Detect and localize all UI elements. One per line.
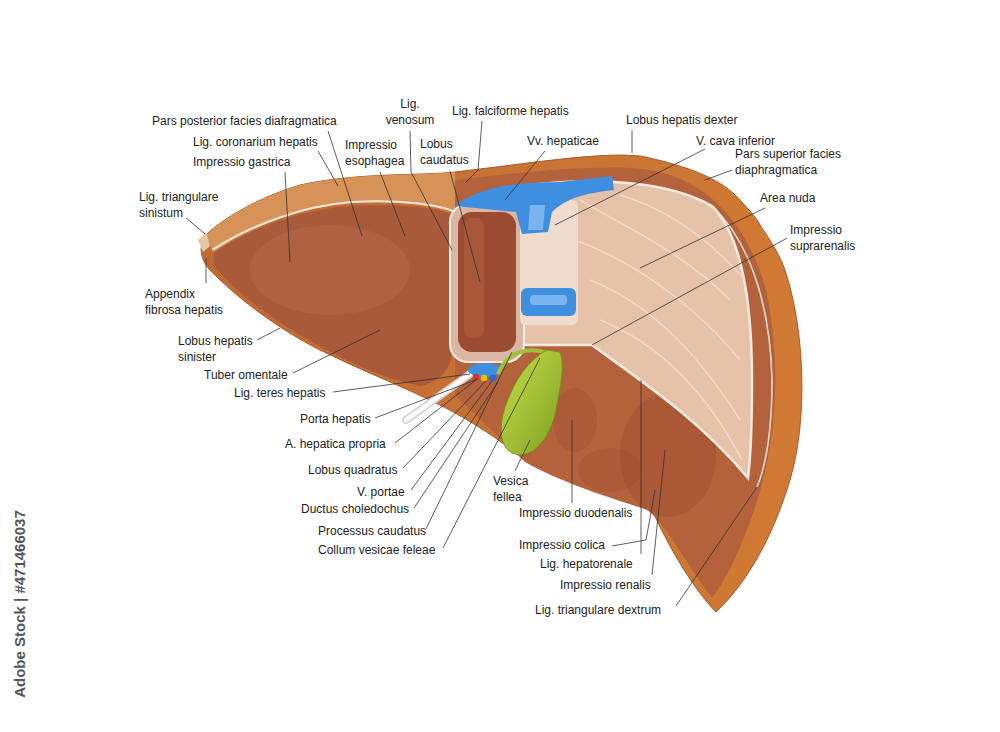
fibre <box>600 320 742 460</box>
leader-line <box>505 151 545 200</box>
hepatic-veins <box>455 176 614 234</box>
leader-line <box>293 330 380 373</box>
part-label: Processus caudatus <box>318 523 426 539</box>
part-label: Area nuda <box>760 190 815 206</box>
leader-line <box>380 172 405 236</box>
hepatic-artery <box>473 374 479 380</box>
leader-line <box>641 380 642 554</box>
liver-outline <box>201 155 802 612</box>
leader-lines <box>186 121 787 606</box>
fibre <box>620 195 745 280</box>
colic-impression <box>578 448 642 492</box>
part-label: Impressio renalis <box>560 577 651 593</box>
part-label: Lig. coronarium hepatis <box>193 134 318 150</box>
margin-line <box>712 206 772 487</box>
part-label: Vesica fellea <box>493 473 535 505</box>
part-label: Lobus hepatis sinister <box>178 333 260 365</box>
part-label: Impressio gastrica <box>193 154 290 170</box>
leader-line <box>640 208 765 268</box>
part-label: Lobus quadratus <box>308 462 397 478</box>
right-lobe-face <box>455 167 775 598</box>
part-label: Collum vesicae feleae <box>318 542 435 558</box>
part-label: Pars superior facies diaphragmatica <box>735 146 850 178</box>
part-label: Porta hepatis <box>300 411 371 427</box>
leader-line <box>632 130 633 153</box>
part-label: Lobus hepatis dexter <box>626 112 737 128</box>
leader-line <box>285 172 290 262</box>
part-label: Lig. hepatorenale <box>540 556 633 572</box>
leader-line <box>572 420 573 503</box>
part-label: A. hepatica propria <box>285 436 386 452</box>
gallbladder <box>501 350 562 455</box>
part-label: Tuber omentale <box>204 367 288 383</box>
fibre <box>590 280 740 420</box>
part-label: Pars posterior facies diafragmatica <box>152 113 337 129</box>
part-label: Lobus caudatus <box>420 136 472 168</box>
leader-line <box>676 487 757 606</box>
part-label: Impressio esophagea <box>345 137 407 169</box>
part-label: Impressio suprarenalis <box>790 222 862 254</box>
part-label: Lig. teres hepatis <box>234 385 325 401</box>
part-label: Lig. venosum <box>385 96 435 128</box>
fibre <box>575 240 740 360</box>
leader-line <box>333 374 470 392</box>
leader-line <box>411 381 492 490</box>
leader-line <box>257 328 280 340</box>
portal-vein <box>489 374 496 381</box>
leader-line <box>206 258 207 283</box>
bile-duct <box>481 375 487 381</box>
leader-line <box>515 440 530 471</box>
leader-line <box>466 121 482 182</box>
leader-line <box>414 382 498 508</box>
part-label: Lig. falciforme hepatis <box>452 103 569 119</box>
part-label: Vv. hepaticae <box>527 133 599 149</box>
part-label: Ductus choledochus <box>301 501 409 517</box>
duodenal-impression <box>553 388 597 452</box>
leader-line <box>555 149 705 225</box>
leader-line <box>705 170 732 180</box>
part-label: Lig. triangulare dextrum <box>535 602 661 618</box>
bare-area-fibres <box>575 195 745 460</box>
vena-cava-lumen <box>530 295 567 305</box>
vena-cava-lower <box>521 288 576 316</box>
part-label: V. cava inferior <box>696 133 775 149</box>
caudate-highlight <box>464 218 484 338</box>
leader-line <box>652 450 665 575</box>
part-label: Impressio colica <box>519 537 605 553</box>
watermark: Adobe Stock | #471466037 <box>12 489 28 719</box>
leader-line <box>375 379 478 418</box>
leader-line <box>403 381 486 468</box>
part-label: V. portae <box>357 484 405 500</box>
appendix-fibrosa <box>198 232 210 252</box>
leader-line <box>450 171 480 282</box>
porta-hepatis <box>468 363 502 377</box>
part-label: Lig. triangulare sinistum <box>139 189 239 221</box>
part-label: Appendix fibrosa hepatis <box>145 286 229 318</box>
gastric-impression <box>250 225 410 315</box>
part-label: Impressio duodenalis <box>519 505 632 521</box>
leader-line <box>186 218 205 234</box>
vena-cava-top <box>528 205 545 230</box>
left-lobe-face <box>214 205 452 386</box>
venous-fissure <box>450 204 524 362</box>
leader-line <box>592 238 787 345</box>
leader-line <box>318 151 338 186</box>
